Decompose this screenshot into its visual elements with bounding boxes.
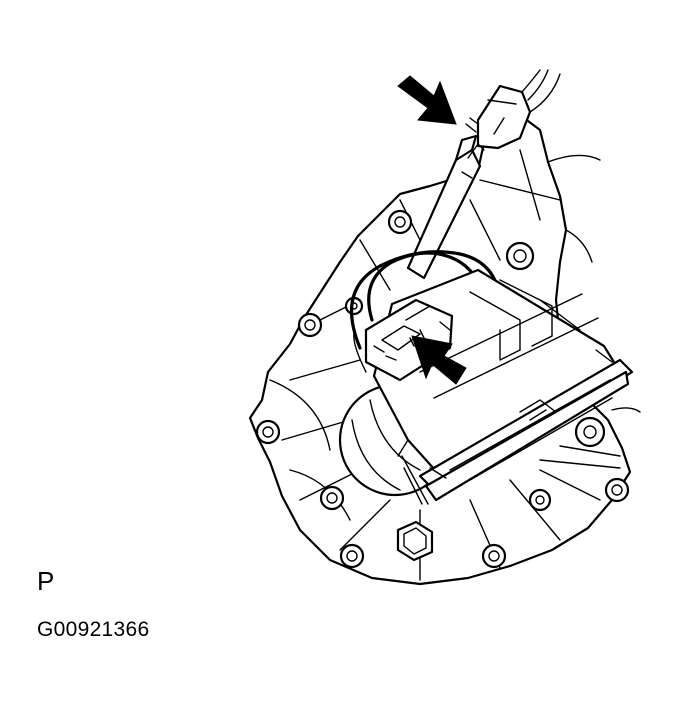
bolt — [574, 416, 606, 448]
bolt — [604, 477, 630, 503]
arrow-icon — [397, 75, 457, 125]
arrow-icon — [411, 335, 467, 385]
bolt — [255, 419, 281, 445]
hex-drain-bolt — [396, 520, 434, 562]
bolt — [297, 312, 323, 338]
bolt — [481, 543, 507, 569]
shift-cable — [406, 134, 485, 280]
bolt — [505, 241, 535, 271]
view-label: P — [37, 566, 55, 596]
bolt — [319, 485, 345, 511]
mounting-rail — [401, 349, 634, 505]
cable-bracket — [465, 69, 561, 150]
bolt — [387, 209, 413, 235]
bolt — [528, 488, 552, 512]
bolt — [339, 543, 365, 569]
figure-code: G00921366 — [37, 618, 150, 641]
